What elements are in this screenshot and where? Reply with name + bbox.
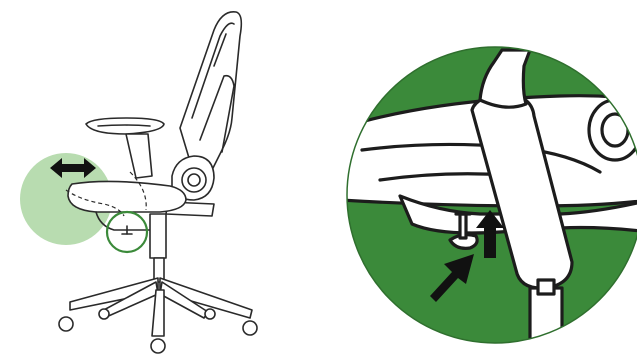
chair-overview	[20, 12, 257, 353]
lever-callout-circle	[107, 212, 147, 252]
chair-base	[70, 278, 252, 336]
detail-knob-ring	[589, 100, 637, 160]
chair-gas-cylinder	[150, 214, 166, 282]
detail-lower-post	[530, 288, 562, 358]
chair-backrest	[180, 12, 241, 170]
detail-closeup	[340, 47, 637, 358]
